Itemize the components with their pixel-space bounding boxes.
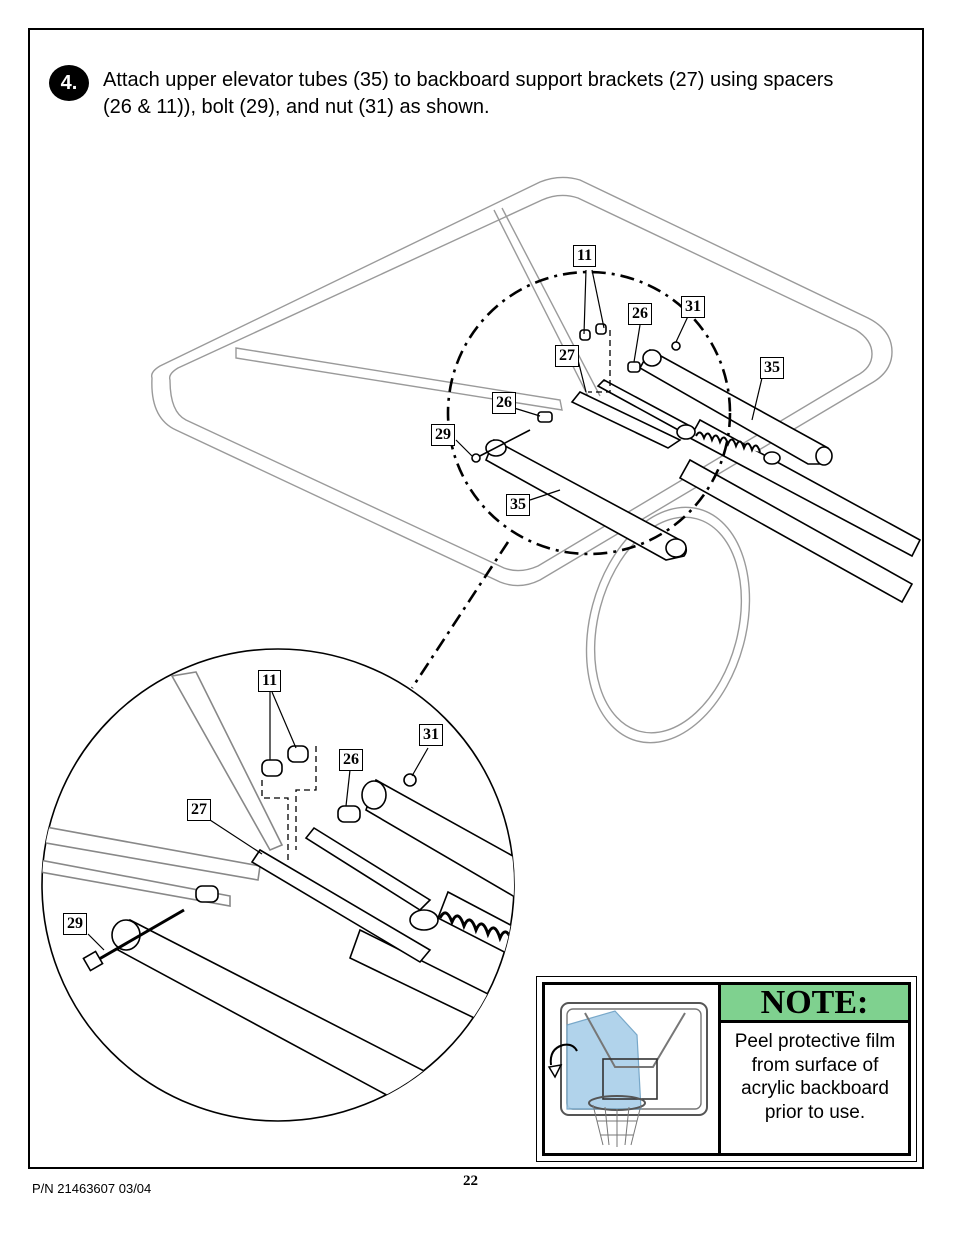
note-title: NOTE:	[721, 984, 908, 1023]
note-box	[536, 976, 917, 1162]
page-frame	[28, 28, 924, 1169]
step-number-badge: 4.	[49, 65, 89, 101]
support-bracket	[570, 391, 682, 449]
step-number: 4.	[60, 71, 78, 94]
note-divider	[718, 982, 721, 1156]
callout-27-detail: 27	[555, 345, 579, 367]
detail-circle	[446, 270, 732, 556]
callout-27-zoom: 27	[187, 799, 211, 821]
callout-31-zoom: 31	[419, 724, 443, 746]
callout-31-detail: 31	[681, 296, 705, 318]
part-number: P/N 21463607 03/04	[32, 1181, 152, 1196]
detail-leader	[410, 541, 510, 689]
protective-film	[566, 1010, 642, 1110]
backboard-film-illustration	[547, 1002, 708, 1147]
backboard-frame-outer	[150, 176, 893, 587]
spring	[695, 431, 761, 453]
callout-11-zoom: 11	[258, 670, 282, 692]
callout-26-detail-upper: 26	[628, 303, 652, 325]
page-number: 22	[463, 1173, 478, 1189]
callout-35-detail-lower: 35	[506, 494, 530, 516]
rim-inner	[593, 516, 743, 734]
callout-29-zoom: 29	[63, 913, 87, 935]
callout-26-detail-lower: 26	[492, 392, 516, 414]
callout-29-detail: 29	[431, 424, 455, 446]
rim	[585, 506, 751, 744]
zoom-spring	[438, 911, 514, 943]
zoom-bracket	[250, 848, 432, 964]
callout-35-detail-upper: 35	[760, 357, 784, 379]
note-text: Peel protective film from surface of acr…	[734, 1031, 896, 1123]
backboard-frame-inner	[168, 194, 873, 572]
callout-11-detail: 11	[573, 245, 597, 267]
step-instruction: Attach upper elevator tubes (35) to back…	[103, 69, 834, 118]
callout-26-zoom: 26	[339, 749, 363, 771]
note-box-inner	[542, 982, 911, 1156]
